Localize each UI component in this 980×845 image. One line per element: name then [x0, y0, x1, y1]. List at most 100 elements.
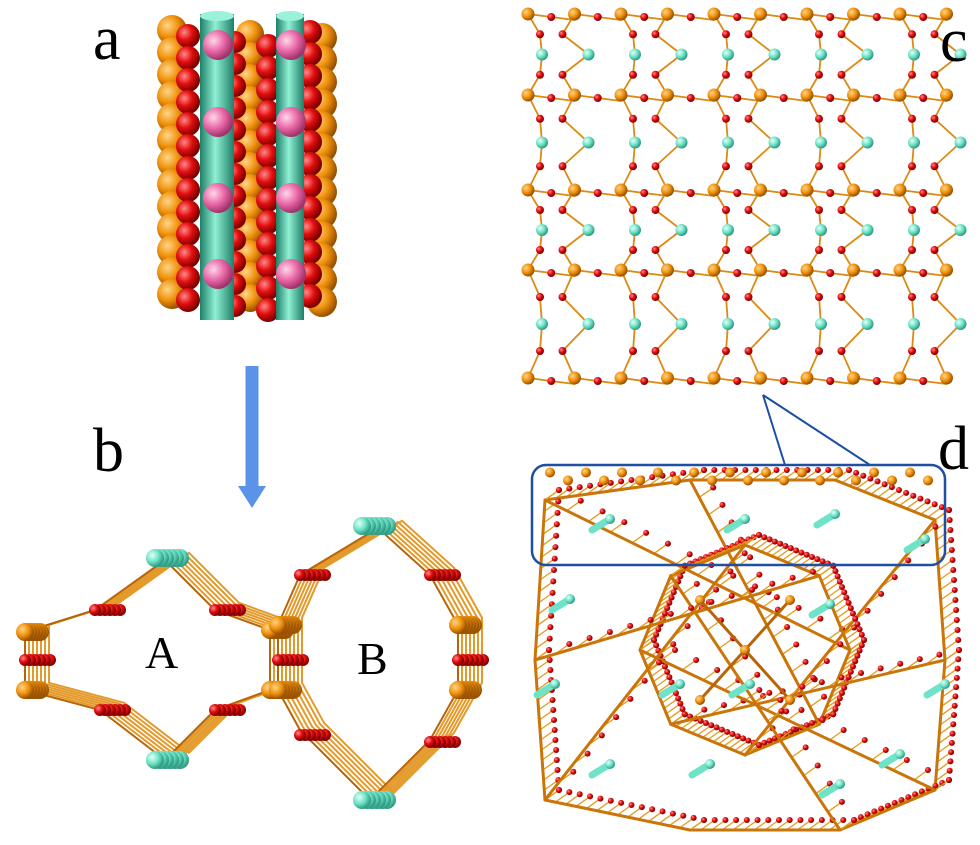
oxygen-atom: [554, 509, 561, 516]
metal-atom: [563, 475, 573, 486]
oxygen-atom: [779, 189, 788, 197]
oxygen-atom: [884, 802, 891, 809]
oxygen-atom: [627, 695, 634, 702]
oxygen-atom: [872, 13, 881, 21]
oxygen-atom: [701, 467, 707, 473]
oxygen-atom: [826, 269, 835, 277]
framework-bond: [323, 721, 395, 794]
oxygen-atom: [547, 377, 556, 385]
cyan-atom: [629, 48, 641, 61]
metal-atom: [521, 263, 535, 277]
oxygen-atom: [750, 534, 757, 541]
oxygen-atom: [536, 30, 544, 39]
oxygen-atom: [818, 679, 825, 686]
oxygen-atom: [651, 70, 660, 79]
strut-bond: [533, 658, 547, 802]
panel-label-b: b: [93, 417, 124, 485]
zoom-box: [530, 463, 947, 567]
metal-atom: [847, 183, 860, 197]
oxygen-atom: [951, 577, 957, 583]
oxygen-atom: [641, 677, 648, 684]
oxygen-atom: [640, 269, 649, 277]
oxygen-atom: [778, 708, 785, 715]
oxygen-atom: [719, 501, 726, 508]
oxygen-atom: [872, 269, 881, 277]
strut-bond: [688, 478, 821, 726]
oxygen-atom: [787, 545, 794, 552]
oxygen-atom: [809, 568, 816, 575]
oxygen-atom: [878, 805, 885, 812]
oxygen-atom: [558, 293, 567, 301]
cyan-atom: [536, 318, 548, 330]
cyan-atom: [353, 791, 371, 809]
oxygen-atom: [832, 705, 839, 712]
metal-atom: [695, 595, 705, 605]
strut-bond: [543, 498, 852, 652]
oxygen-atom: [690, 814, 697, 821]
oxygen-atom: [729, 731, 736, 738]
oxygen-atom: [850, 610, 857, 617]
oxygen-atom: [871, 808, 878, 815]
metal-atom: [695, 695, 705, 705]
oxygen-atom: [852, 615, 859, 622]
oxygen-atom: [919, 269, 928, 277]
metal-atom: [661, 88, 674, 102]
oxygen-atom: [888, 484, 895, 491]
metal-atom: [269, 681, 287, 699]
oxygen-atom: [593, 13, 602, 21]
oxygen-atom: [710, 484, 717, 491]
oxygen-atom: [802, 744, 809, 751]
oxygen-atom: [733, 189, 742, 197]
framework-bond: [377, 527, 431, 576]
oxygen-atom: [649, 806, 656, 813]
oxygen-atom: [629, 30, 637, 39]
oxygen-atom: [837, 641, 844, 648]
framework-bond: [123, 701, 190, 754]
oxygen-atom: [840, 727, 847, 733]
strut-bond: [669, 574, 842, 832]
oxygen-atom: [779, 269, 788, 277]
oxygen-atom: [176, 46, 200, 70]
panel-label-d: d: [938, 415, 969, 483]
cyan-atom: [675, 679, 685, 689]
metal-atom: [761, 467, 771, 478]
oxygen-atom: [176, 288, 200, 312]
oxygen-atom: [773, 467, 780, 473]
cyan-atom: [605, 759, 615, 769]
oxygen-atom: [536, 114, 544, 123]
oxygen-atom: [797, 817, 804, 823]
oxygen-atom: [549, 589, 556, 596]
oxygen-atom: [947, 527, 954, 533]
oxygen-atom: [830, 711, 837, 718]
oxygen-atom: [744, 293, 753, 301]
oxygen-atom: [643, 529, 650, 536]
oxygen-atom: [598, 732, 605, 739]
cyan-atom: [745, 679, 755, 689]
framework-bond: [188, 551, 240, 604]
oxygen-atom: [908, 293, 916, 301]
oxygen-atom: [771, 538, 778, 545]
cyan-atom: [835, 779, 845, 789]
metal-atom: [833, 467, 843, 478]
oxygen-atom: [640, 13, 649, 21]
oxygen-atom: [756, 687, 763, 693]
framework-bond: [393, 522, 447, 572]
oxygen-atom: [826, 94, 835, 102]
guest-atom: [276, 183, 306, 213]
oxygen-atom: [745, 737, 752, 744]
metal-atom: [797, 467, 807, 478]
oxygen-atom: [19, 654, 31, 666]
oxygen-atom: [786, 817, 793, 823]
oxygen-atom: [733, 94, 742, 102]
cyan-atom: [629, 318, 641, 330]
oxygen-atom: [566, 789, 573, 796]
oxygen-atom: [872, 377, 881, 385]
framework-bond: [164, 559, 216, 611]
framework-bond: [40, 684, 117, 707]
metal-atom: [785, 695, 795, 705]
oxygen-atom: [536, 70, 544, 79]
oxygen-atom: [272, 654, 284, 666]
oxygen-atom: [850, 663, 857, 670]
oxygen-atom: [953, 684, 960, 691]
framework-bond: [119, 703, 186, 755]
